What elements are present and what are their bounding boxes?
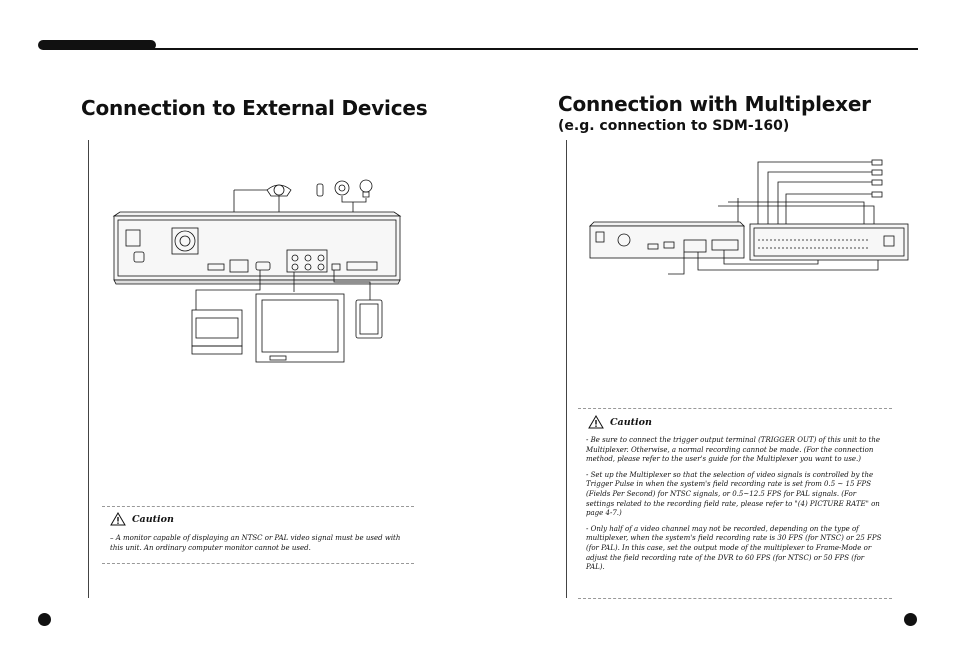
- lamp-icon: [359, 179, 373, 198]
- header-rule: [150, 48, 918, 50]
- multiplexer-diagram: [589, 159, 909, 275]
- siren-icon: [334, 180, 350, 196]
- caution-header-left: Caution: [110, 512, 174, 526]
- right-column-rule: [566, 140, 567, 598]
- page-subtitle-right: (e.g. connection to SDM-160): [558, 118, 790, 134]
- dvr-unit: [589, 221, 745, 259]
- caution-label-right: Caution: [610, 416, 652, 428]
- page-title-right: Connection with Multiplexer: [558, 92, 871, 116]
- multiplexer-unit: [749, 223, 909, 261]
- caution-item: - Set up the Multiplexer so that the sel…: [586, 470, 880, 518]
- caution-text-left: – A monitor capable of displaying an NTS…: [110, 534, 401, 552]
- caution-label-left: Caution: [132, 513, 174, 525]
- warning-icon: [588, 415, 604, 429]
- caution-item: - Only half of a video channel may not b…: [586, 524, 882, 572]
- sensor-icon: [316, 183, 324, 197]
- page-title-left: Connection to External Devices: [81, 96, 428, 120]
- caution-item: - Be sure to connect the trigger output …: [586, 436, 880, 464]
- dvr-rear-panel: [112, 211, 402, 285]
- external-devices-diagram: [112, 179, 402, 363]
- caution-box-left: [102, 506, 414, 564]
- caution-list-right: - Be sure to connect the trigger output …: [586, 436, 884, 579]
- warning-icon: [110, 512, 126, 526]
- caution-header-right: Caution: [588, 415, 652, 429]
- cctv-monitor-icon: [255, 293, 345, 363]
- dome-camera-icon: [266, 184, 292, 197]
- left-column-rule: [88, 140, 89, 598]
- header-tab: [38, 40, 156, 50]
- junction-box-icon: [355, 299, 383, 339]
- page-corner-dot-right: [904, 613, 917, 626]
- page-corner-dot-left: [38, 613, 51, 626]
- caution-box-right: [578, 408, 892, 599]
- computer-monitor-icon: [191, 309, 243, 355]
- camera-inputs: [871, 159, 883, 198]
